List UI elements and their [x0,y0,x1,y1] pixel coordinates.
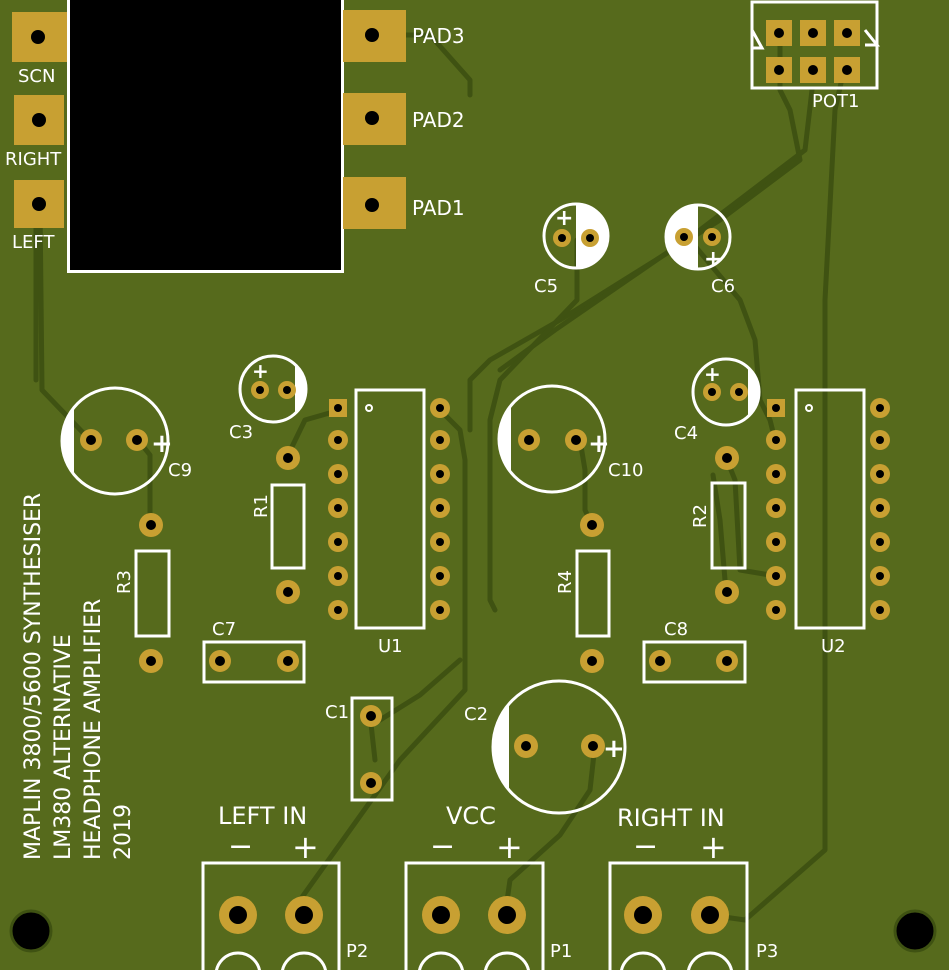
c2-polarity: + [603,734,625,764]
mounting-hole-right [893,909,937,953]
title-line-2: LM380 ALTERNATIVE [51,634,76,860]
pad3 [343,10,406,62]
vcc-label: VCC [446,802,496,830]
r4-label: R4 [555,570,576,594]
title-block: MAPLIN 3800/5600 SYNTHESISER LM380 ALTER… [21,493,136,860]
p1-label: P1 [550,941,572,962]
p2-label: P2 [346,941,368,962]
c2-label: C2 [464,704,488,725]
p1-minus: − [430,829,455,864]
p1-connector [404,861,545,970]
right-pad [14,95,64,145]
u1-label: U1 [378,636,403,657]
scn-pad [12,12,67,62]
pad3-label: PAD3 [412,24,465,48]
c4-label: C4 [674,423,698,444]
pot1-header [750,0,881,90]
c5-label: C5 [534,276,558,297]
c4-polarity: + [704,362,721,386]
c8-capacitor [642,640,747,684]
pad2-label: PAD2 [412,108,465,132]
c1-capacitor [350,696,394,802]
p3-minus: − [633,829,658,864]
c10-label: C10 [608,460,643,481]
c8-label: C8 [664,619,688,640]
pot1-label: POT1 [812,91,859,112]
c2-capacitor [491,679,627,815]
p2-plus: + [292,828,319,866]
c3-label: C3 [229,422,253,443]
c7-capacitor [202,640,306,684]
scn-label: SCN [18,66,55,87]
title-line-1: MAPLIN 3800/5600 SYNTHESISER [21,493,46,860]
p3-label: P3 [756,941,778,962]
right-in-label: RIGHT IN [617,804,725,832]
p2-minus: − [228,829,253,864]
r1-resistor [270,446,306,604]
c9-label: C9 [168,460,192,481]
display-module [70,0,341,270]
left-in-label: LEFT IN [218,802,307,830]
p2-connector [201,861,341,970]
u2-label: U2 [821,636,846,657]
p1-plus: + [496,828,523,866]
c4-capacitor [691,357,761,427]
c3-polarity: + [252,359,269,383]
c10-capacitor [497,384,607,494]
r2-resistor [710,446,747,604]
r3-label: R3 [114,570,135,594]
c5-polarity: + [555,206,573,231]
title-line-3: HEADPHONE AMPLIFIER [81,599,106,860]
pad1 [343,177,406,229]
r2-label: R2 [690,504,711,528]
left-label: LEFT [12,232,55,253]
r3-resistor [134,513,171,673]
mounting-hole-left [9,909,53,953]
pad1-label: PAD1 [412,196,465,220]
c9-polarity: + [151,429,173,459]
p3-plus: + [700,828,727,866]
p3-connector [608,861,749,970]
c6-label: C6 [711,276,735,297]
left-pad [14,180,64,228]
c10-polarity: + [588,429,610,459]
c7-label: C7 [212,619,236,640]
c9-capacitor [60,386,170,496]
c6-capacitor [664,203,732,271]
pad2 [343,93,406,145]
r4-resistor [575,513,611,673]
c5-capacitor [542,202,610,270]
u1-ic [328,388,450,630]
r1-label: R1 [251,494,272,518]
c3-capacitor [238,354,308,424]
right-label: RIGHT [5,149,62,170]
u2-ic [766,388,890,630]
c1-label: C1 [325,702,349,723]
title-line-4: 2019 [111,804,136,860]
c6-polarity: + [704,247,722,272]
